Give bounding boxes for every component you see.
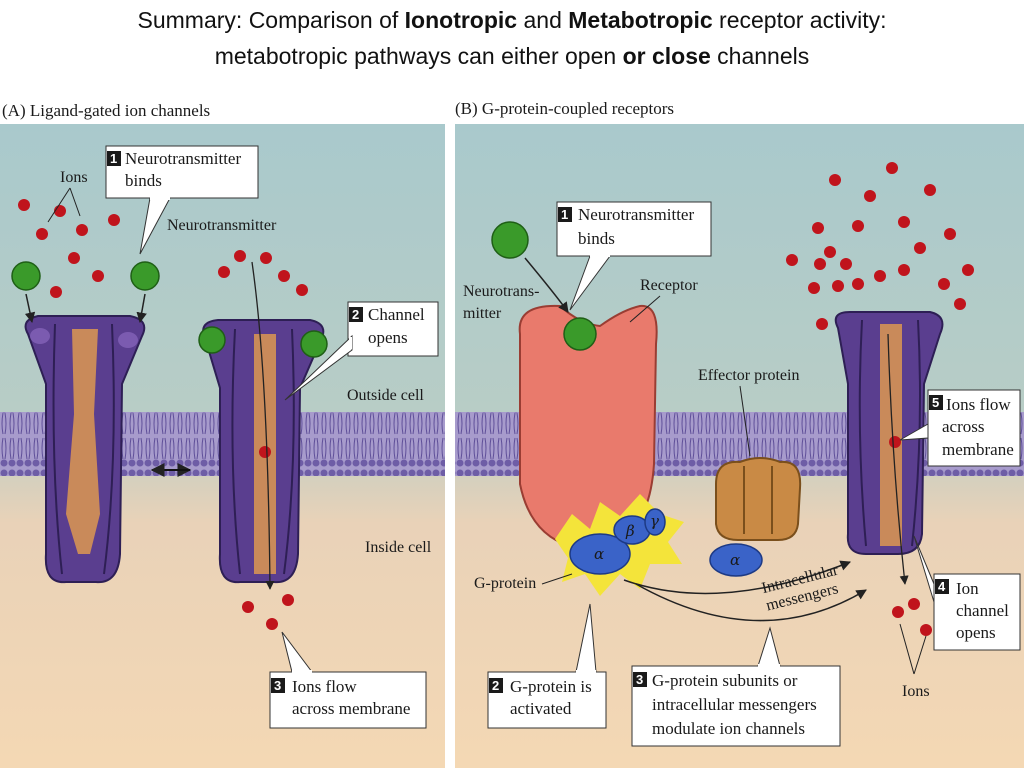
title-line-1: Summary: Comparison of Ionotropic and Me… (137, 7, 887, 33)
label-g-protein: G-protein (474, 575, 536, 592)
label-ions-b: Ions (902, 683, 930, 700)
svg-text:β: β (625, 522, 635, 540)
receptor-diagram: (A) Ligand-gated ion channels (0, 84, 1024, 768)
svg-text:opens: opens (956, 623, 996, 642)
ion-flow-arrow-a (251, 261, 275, 590)
neurotransmitter-a1 (11, 261, 41, 291)
svg-text:Ion: Ion (956, 579, 979, 598)
effector-protein (715, 457, 802, 541)
svg-text:1: 1 (561, 207, 568, 222)
svg-text:5: 5 (932, 395, 939, 410)
step-a3-box: 3 Ions flow across membrane (269, 631, 427, 729)
svg-text:3: 3 (636, 672, 643, 687)
label-ions-a: Ions (60, 169, 88, 186)
step-b4-box: 4 Ion channel opens (913, 535, 1021, 651)
label-neurotransmitter-a: Neurotransmitter (167, 217, 277, 234)
svg-text:2: 2 (492, 678, 499, 693)
step-b5-box: 5 Ions flow across membrane (899, 389, 1021, 467)
intracellular-arrow-upper (623, 560, 851, 595)
svg-text:α: α (594, 545, 604, 563)
svg-text:channel: channel (956, 601, 1009, 620)
svg-text:Neurotransmitter: Neurotransmitter (125, 149, 241, 168)
svg-text:α: α (730, 551, 740, 569)
step-b2-box: 2 G-protein is activated (487, 603, 607, 729)
label-neurotrans-line1: Neurotrans- (463, 283, 539, 300)
svg-text:activated: activated (510, 699, 572, 718)
step-a2-box: 2 Channel opens (284, 301, 439, 401)
neurotransmitter-a2 (130, 261, 160, 291)
svg-text:membrane: membrane (942, 440, 1014, 459)
svg-text:Channel: Channel (368, 305, 425, 324)
ion-flow-arrow-b (887, 333, 909, 585)
svg-text:Ions flow: Ions flow (292, 677, 357, 696)
panel-b-title: (B) G-protein-coupled receptors (455, 99, 674, 118)
step-b3-box: 3 G-protein subunits or intracellular me… (631, 626, 841, 747)
panel-b: (B) G-protein-coupled receptors α β γ α (453, 84, 1024, 768)
label-receptor: Receptor (640, 277, 698, 294)
ions-panel-b (786, 162, 974, 636)
svg-text:Neurotransmitter: Neurotransmitter (578, 205, 694, 224)
step-a1-box: 1 Neurotransmitter binds (105, 145, 259, 255)
open-ion-channel (198, 319, 328, 584)
closed-ion-channel (24, 315, 146, 584)
svg-text:binds: binds (578, 229, 615, 248)
svg-text:1: 1 (110, 151, 117, 166)
panel-a: (A) Ligand-gated ion channels (0, 84, 445, 768)
svg-text:intracellular messengers: intracellular messengers (652, 695, 817, 714)
panel-a-title: (A) Ligand-gated ion channels (2, 101, 210, 120)
svg-text:Ions flow: Ions flow (946, 395, 1011, 414)
svg-text:γ: γ (650, 512, 659, 530)
svg-text:G-protein subunits or: G-protein subunits or (652, 671, 798, 690)
svg-text:across: across (942, 417, 984, 436)
neurotransmitter-bound-b (563, 317, 597, 351)
g-protein-complex: α β γ (555, 494, 684, 596)
label-effector-protein: Effector protein (698, 367, 799, 384)
svg-text:across membrane: across membrane (292, 699, 410, 718)
slide-title: Summary: Comparison of Ionotropic and Me… (0, 0, 1024, 86)
svg-text:binds: binds (125, 171, 162, 190)
svg-text:G-protein is: G-protein is (510, 677, 592, 696)
g-alpha-subunit (709, 543, 763, 577)
step-b1-box: 1 Neurotransmitter binds (556, 201, 712, 311)
label-inside-cell: Inside cell (365, 539, 432, 556)
label-neurotrans-line2: mitter (463, 305, 502, 322)
intracellular-arrow-lower (635, 583, 867, 622)
svg-text:modulate ion channels: modulate ion channels (652, 719, 805, 738)
svg-text:3: 3 (274, 678, 281, 693)
svg-text:opens: opens (368, 328, 408, 347)
label-outside-cell: Outside cell (347, 387, 424, 404)
neurotransmitter-free-b (491, 221, 529, 259)
title-line-2: metabotropic pathways can either open or… (214, 43, 810, 69)
svg-text:2: 2 (352, 307, 359, 322)
svg-text:4: 4 (938, 579, 946, 594)
